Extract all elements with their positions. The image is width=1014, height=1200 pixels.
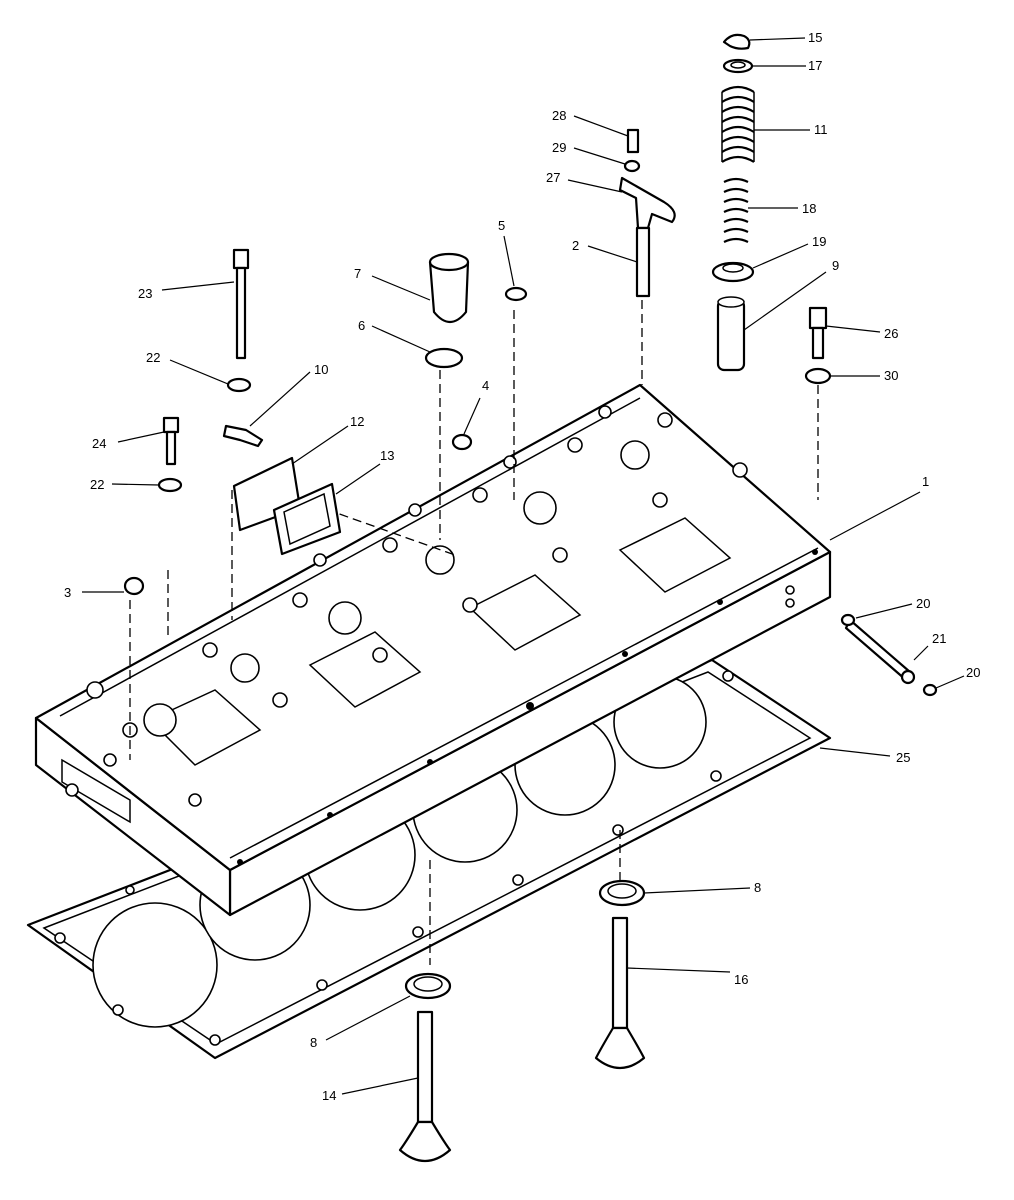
callout-19: 19 — [812, 234, 826, 249]
expansion-plug-3 — [123, 576, 145, 596]
callout-16: 16 — [734, 972, 748, 987]
callout-15: 15 — [808, 30, 822, 45]
callout-29: 29 — [552, 140, 566, 155]
crosshead — [618, 176, 676, 230]
head-bolt-short — [162, 416, 180, 466]
callout-3: 3 — [64, 585, 71, 600]
bolt-right — [808, 306, 828, 360]
adjusting-screw — [626, 128, 640, 154]
callout-22-lower: 22 — [90, 477, 104, 492]
injector-sleeve — [428, 252, 470, 324]
callout-7: 7 — [354, 266, 361, 281]
cover-gasket — [272, 482, 342, 556]
outer-valve-spring — [721, 85, 755, 163]
pipe-plug-upper — [840, 613, 856, 627]
inner-valve-spring — [723, 177, 749, 243]
valve-guide — [716, 296, 746, 372]
spring-retainer — [722, 58, 754, 74]
valve-keeper — [722, 33, 751, 50]
alignment-lines — [129, 300, 819, 965]
valve-right — [594, 916, 646, 1070]
callout-28: 28 — [552, 108, 566, 123]
callout-4: 4 — [482, 378, 489, 393]
washer-lower — [157, 477, 183, 493]
o-ring — [424, 347, 464, 369]
callout-18: 18 — [802, 201, 816, 216]
fitting — [222, 424, 264, 448]
callout-22-upper: 22 — [146, 350, 160, 365]
callout-8-upper: 8 — [754, 880, 761, 895]
callout-25: 25 — [896, 750, 910, 765]
callout-10: 10 — [314, 362, 328, 377]
callout-11: 11 — [814, 122, 828, 137]
washer-upper — [226, 377, 252, 393]
tube — [844, 618, 916, 685]
leader-lines — [82, 37, 965, 1095]
callout-26: 26 — [884, 326, 898, 341]
callout-1: 1 — [922, 474, 929, 489]
callout-21: 21 — [932, 631, 946, 646]
callout-27: 27 — [546, 170, 560, 185]
callout-20-upper: 20 — [916, 596, 930, 611]
callout-23: 23 — [138, 286, 152, 301]
head-bolt-long — [232, 248, 250, 360]
callout-13: 13 — [380, 448, 394, 463]
crosshead-guide — [635, 226, 651, 298]
spring-seat — [711, 261, 755, 283]
callout-6: 6 — [358, 318, 365, 333]
callout-14: 14 — [322, 1088, 336, 1103]
expansion-plug-4 — [451, 433, 473, 451]
callout-20-lower: 20 — [966, 665, 980, 680]
callout-12: 12 — [350, 414, 364, 429]
callout-24: 24 — [92, 436, 106, 451]
expansion-plug-5 — [504, 286, 528, 302]
callout-17: 17 — [808, 58, 822, 73]
callout-8-lower: 8 — [310, 1035, 317, 1050]
valve-seat-insert-left — [404, 972, 452, 1000]
cylinder-head — [34, 383, 832, 917]
lock-nut — [623, 159, 641, 173]
callout-2: 2 — [572, 238, 579, 253]
callout-30: 30 — [884, 368, 898, 383]
callout-9: 9 — [832, 258, 839, 273]
callout-5: 5 — [498, 218, 505, 233]
valve-left — [398, 1010, 452, 1163]
valve-seat-insert-right — [598, 879, 646, 907]
washer-right — [804, 367, 832, 385]
callout-labels: 1 2 3 4 5 6 7 8 8 9 10 11 12 13 14 15 16… — [64, 30, 980, 1103]
pipe-plug-lower — [922, 683, 938, 697]
